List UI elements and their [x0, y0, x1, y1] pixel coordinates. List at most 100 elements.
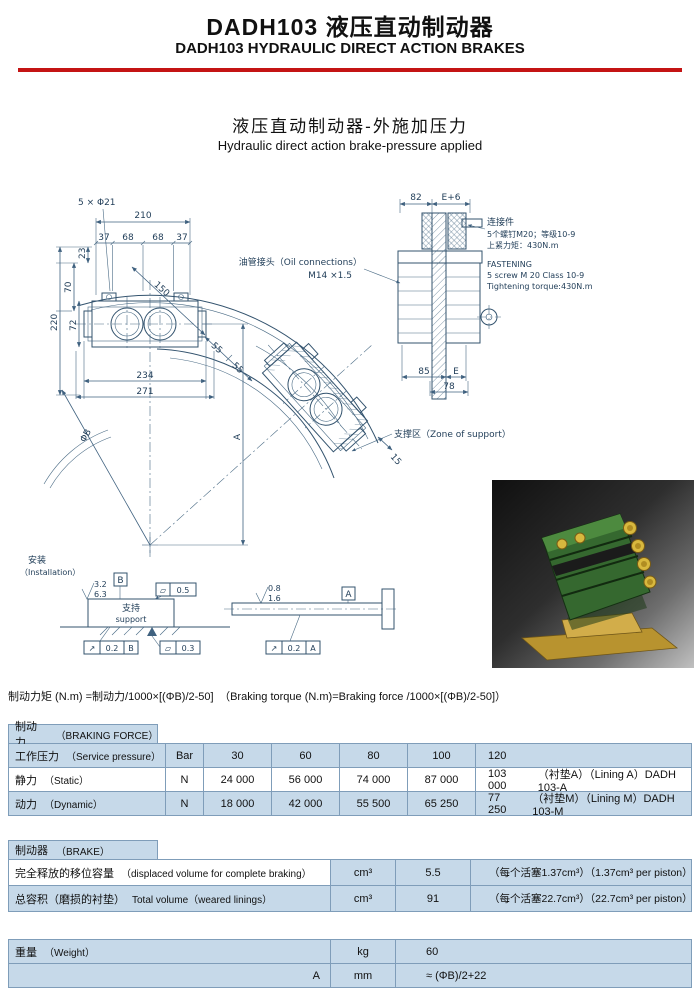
dim-210: 210 [134, 211, 151, 221]
cell-value: 80 [340, 744, 408, 768]
plan-view: 210 5 × Φ21 37 68 68 37 [50, 198, 253, 546]
fastening-en-title: FASTENING [487, 260, 532, 269]
brake-table: 制动器 （BRAKE） 完全释放的移位容量（displaced volume f… [8, 840, 693, 988]
dim-78: 78 [443, 382, 455, 392]
product-photo-image [492, 480, 694, 668]
brake-bolts [556, 521, 657, 589]
cell-value-note: 77 250（衬垫M）（Lining M）DADH 103-M [476, 792, 692, 818]
support-label-zh: 支持 [122, 602, 140, 614]
dim-55-a: 55 [209, 341, 224, 356]
dim-72: 72 [69, 320, 79, 331]
cell-label: 动力（Dynamic） [9, 792, 166, 816]
cell-value: 30 [204, 744, 272, 768]
displaced-volume-row: 完全释放的移位容量（displaced volume for complete … [9, 860, 693, 886]
section-title-en: Hydraulic direct action brake-pressure a… [217, 138, 483, 153]
cell-label: 工作压力（Service pressure） [9, 744, 166, 768]
flatness-value: 0.5 [177, 586, 190, 595]
technical-drawing-area: ΦB [0, 185, 700, 680]
dim-E6: E+6 [442, 193, 461, 203]
roughness-a-top: 3.2 [94, 580, 107, 589]
page-subtitle: DADH103 HYDRAULIC DIRECT ACTION BRAKES [175, 40, 525, 57]
cell-value: 42 000 [272, 792, 340, 816]
tol3-symbol: ↗ [271, 644, 278, 653]
side-view: 82 E+6 85 E 78 [397, 193, 501, 400]
force-table-band: 制动力 （BRAKING FORCE） [8, 721, 159, 749]
dim-68-right: 68 [152, 233, 164, 243]
installation-label-en: （Installation） [20, 568, 80, 577]
bolt-pattern-note: 5 × Φ21 [78, 198, 116, 208]
disc-arcs: ΦB [43, 280, 379, 557]
fastening-zh-line2: 上紧力矩：430N.m [487, 240, 559, 250]
engineering-drawing: ΦB [20, 193, 593, 655]
section-title-zh: 液压直动制动器-外施加压力 [232, 117, 468, 136]
tol1-value: 0.2 [106, 644, 119, 653]
cell-value: 18 000 [204, 792, 272, 816]
cell-unit: N [166, 768, 204, 792]
tol1-symbol: ↗ [89, 644, 96, 653]
cell-label: A [9, 964, 331, 988]
dim-23: 23 [78, 248, 88, 259]
band-label-en: （BRAKE） [56, 846, 110, 858]
tol3-value: 0.2 [288, 644, 301, 653]
torque-formula: 制动力矩 (N.m) =制动力/1000×[(ΦB)/2-50] （Brakin… [8, 691, 507, 703]
dim-271: 271 [136, 387, 153, 397]
cell-unit: N [166, 792, 204, 816]
dimension-a-row: A mm ≈ (ΦB)/2+22 [9, 964, 692, 988]
service-pressure-row: 工作压力（Service pressure） Bar 30 60 80 100 … [9, 744, 692, 768]
zone-of-support-label: 支撑区（Zone of support） [394, 428, 511, 440]
roughness-b-bottom: 1.6 [268, 594, 281, 603]
dim-234: 234 [136, 371, 153, 381]
cell-label: 静力（Static） [9, 768, 166, 792]
flatness-symbol: ▱ [160, 586, 167, 595]
installation-label-zh: 安装 [28, 554, 46, 566]
cell-unit: kg [331, 940, 396, 964]
support-label-en: support [116, 615, 147, 624]
dim-70: 70 [64, 281, 74, 293]
cell-value: 87 000 [408, 768, 476, 792]
static-force-row: 静力（Static） N 24 000 56 000 74 000 87 000… [9, 768, 692, 794]
band-label-zh: 制动器 [15, 845, 48, 857]
dim-E: E [453, 367, 459, 377]
dim-85: 85 [418, 367, 429, 377]
cell-value-note: 103 000（衬垫A）（Lining A）DADH 103-A [476, 768, 692, 794]
fastening-zh-title: 连接件 [487, 216, 514, 228]
fastening-zh-line1: 5个螺钉M20；等级10-9 [487, 229, 575, 239]
band-label-en: （BRAKING FORCE） [55, 730, 159, 742]
weight-row: 重量（Weight） kg 60 [9, 940, 692, 964]
roughness-b-top: 0.8 [268, 584, 281, 593]
dim-37-right: 37 [176, 233, 187, 243]
table-gap [8, 912, 692, 940]
product-photo [492, 480, 694, 668]
cell-value: 5.5 [396, 860, 471, 886]
cell-value: ≈ (ΦB)/2+22 [396, 964, 692, 988]
fastening-en-line2: Tightening torque:430N.m [486, 282, 593, 291]
dim-82: 82 [410, 193, 421, 203]
tol3-datum: A [310, 644, 316, 653]
cell-value: 65 250 [408, 792, 476, 816]
dim-37-left: 37 [98, 233, 109, 243]
cell-note: （每个活塞22.7cm³）（22.7cm³ per piston） [471, 886, 693, 912]
dim-15: 15 [388, 452, 403, 467]
tol2-value: 0.3 [182, 644, 195, 653]
tol2-symbol: ▱ [165, 644, 172, 653]
cell-value-note: 120 [476, 744, 692, 768]
total-volume-row: 总容积（磨损的衬垫）Total volume（weared linings） c… [9, 886, 693, 912]
cell-value: 100 [408, 744, 476, 768]
braking-force-table: 制动力 （BRAKING FORCE） 工作压力（Service pressur… [8, 721, 692, 818]
dim-A: A [233, 433, 243, 440]
cell-note: （每个活塞1.37cm³）（1.37cm³ per piston） [471, 860, 693, 886]
tol1-datum: B [128, 644, 134, 653]
cell-unit: cm³ [331, 860, 396, 886]
cell-value: 56 000 [272, 768, 340, 792]
roughness-a-bottom: 6.3 [94, 590, 107, 599]
cell-unit: Bar [166, 744, 204, 768]
cell-value: 91 [396, 886, 471, 912]
cell-value: 55 500 [340, 792, 408, 816]
cell-label: 总容积（磨损的衬垫）Total volume（weared linings） [9, 886, 331, 912]
cell-label: 重量（Weight） [9, 940, 331, 964]
page-title: DADH103 液压直动制动器 [206, 14, 494, 40]
datum-b-label: B [117, 576, 123, 586]
fastening-en-line1: 5 screw M 20 Class 10-9 [487, 271, 584, 280]
dim-68-left: 68 [122, 233, 134, 243]
